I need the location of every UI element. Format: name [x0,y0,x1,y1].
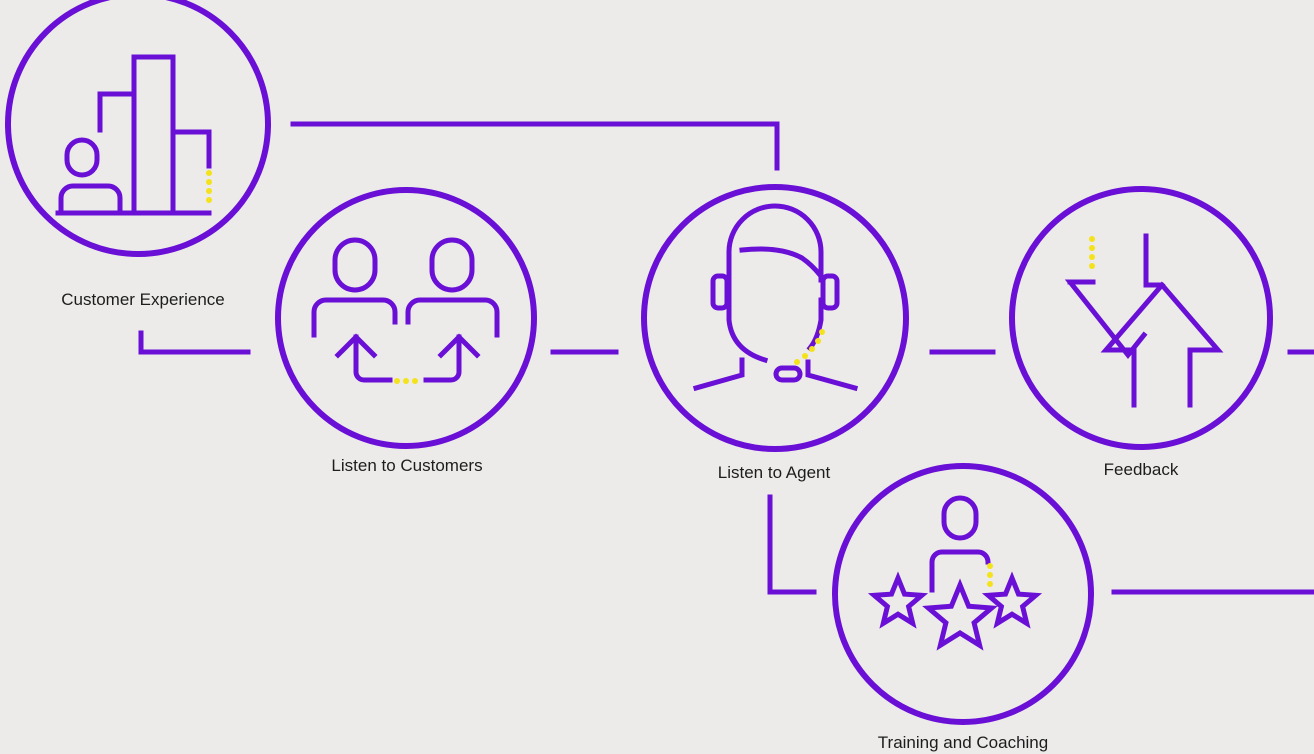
yellow-dots [394,378,418,384]
yellow-dots [1089,236,1095,269]
node-circle [5,0,271,257]
node-training-and-coaching [832,463,1094,725]
connectors [138,121,1314,595]
star-right [981,571,1043,629]
star-left [867,571,929,629]
label-listen-to-agent: Listen to Agent [717,463,831,482]
label-feedback: Feedback [1103,460,1179,479]
label-listen-to-customers: Listen to Customers [331,456,483,475]
buildings-person-icon [55,54,212,216]
node-circle [641,184,909,452]
yellow-dots [206,170,212,203]
yellow-dots [987,563,993,587]
connector-experience-to-agent [290,121,780,171]
node-circle [832,463,1094,725]
node-circle [1009,186,1273,450]
connector-agent-to-training [767,494,817,595]
node-feedback [1009,186,1273,450]
node-customer-experience [5,0,271,257]
yellow-dots [794,329,825,365]
headset-agent-icon [692,203,859,392]
label-training-and-coaching: Training and Coaching [877,733,1049,752]
node-listen-to-agent [641,184,909,452]
label-customer-experience: Customer Experience [61,290,225,309]
connector-experience-to-customers [138,330,251,355]
up-down-arrows-icon [1064,233,1224,408]
node-circle [275,187,537,449]
star-center [922,578,998,651]
two-people-arrows-icon [311,237,500,383]
node-listen-to-customers [275,187,537,449]
person-stars-icon [867,495,1043,651]
